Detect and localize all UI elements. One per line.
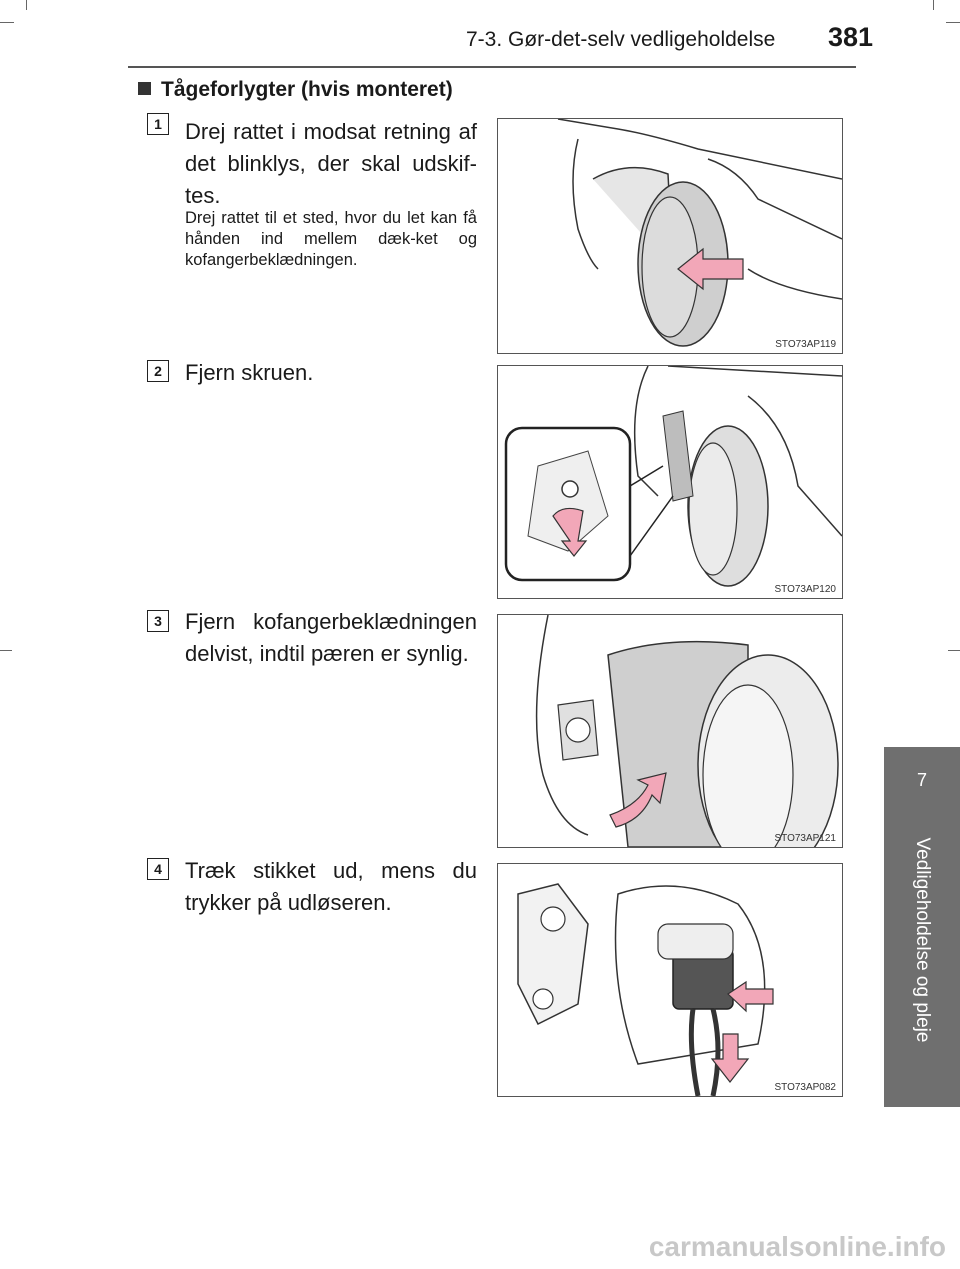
chapter-tab-label: Vedligeholdelse og pleje [912, 837, 933, 1043]
crop-mark [26, 0, 27, 10]
step-text: Drej rattet i modsat retning af det blin… [185, 119, 477, 208]
step-number: 3 [147, 610, 169, 632]
step-note: Drej rattet til et sted, hvor du let kan… [185, 209, 477, 269]
figure-code: STO73AP120 [774, 584, 836, 595]
watermark: carmanualsonline.info [648, 1231, 946, 1262]
step-text: Fjern skruen. [185, 360, 314, 385]
crop-mark [0, 650, 12, 651]
connector-illustration [517, 883, 774, 1096]
step-text: Træk stikket ud, mens du trykker på udlø… [185, 858, 477, 915]
wheel-illustration [557, 119, 842, 347]
bullet-square-icon [138, 82, 151, 95]
step-text: Fjern kofangerbeklædningen delvist, indt… [185, 609, 477, 666]
figure-bumper-cover: STO73AP121 [497, 614, 843, 848]
figure-code: STO73AP119 [775, 339, 836, 350]
figure-code: STO73AP082 [774, 1082, 836, 1093]
screw-illustration [504, 366, 842, 587]
step-number: 4 [147, 858, 169, 880]
bumper-illustration [535, 615, 839, 847]
crop-mark [0, 22, 14, 23]
figure-remove-screw: STO73AP120 [497, 365, 843, 599]
section-title: Tågeforlygter (hvis monteret) [138, 78, 453, 102]
crop-mark [946, 22, 960, 23]
figure-turn-wheel: STO73AP119 [497, 118, 843, 354]
step-number: 1 [147, 113, 169, 135]
header-section-title: 7-3. Gør-det-selv vedligeholdelse [466, 28, 776, 51]
step-number: 2 [147, 360, 169, 382]
page-number: 381 [828, 22, 874, 52]
figure-unplug-connector: STO73AP082 [497, 863, 843, 1097]
chapter-tab [884, 747, 960, 1107]
crop-mark [933, 0, 934, 10]
figure-code: STO73AP121 [774, 833, 836, 844]
chapter-tab-number: 7 [916, 770, 927, 790]
crop-mark [948, 650, 960, 651]
header-divider [128, 66, 856, 68]
